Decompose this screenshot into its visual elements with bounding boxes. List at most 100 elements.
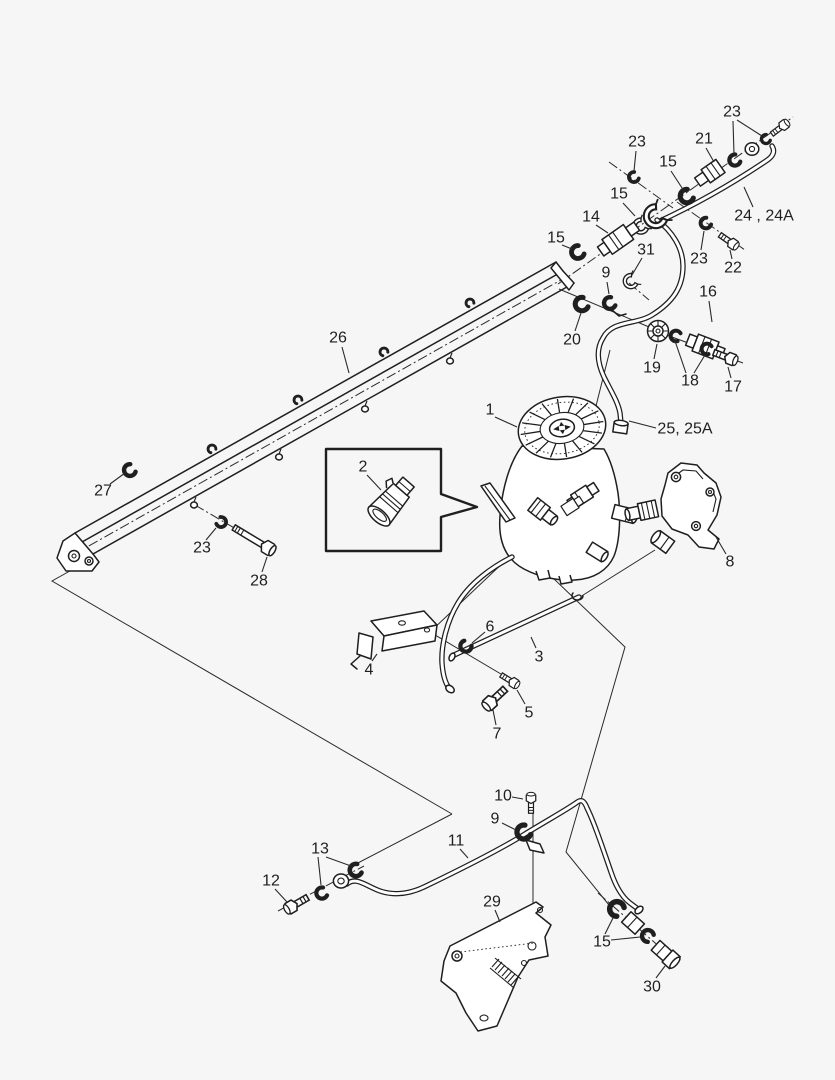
- callout-label-15: 15: [659, 154, 677, 171]
- leader-line: [670, 170, 685, 192]
- callout-label-30: 30: [643, 979, 661, 996]
- callout-label-13: 13: [311, 841, 329, 858]
- callout-label-23: 23: [690, 251, 708, 268]
- callout-label-17: 17: [724, 379, 742, 396]
- mounting-flange-8: [624, 462, 722, 555]
- leader-line: [693, 354, 706, 374]
- rail-studs: [189, 352, 455, 509]
- leader-line: [736, 119, 763, 137]
- leader-line: [459, 848, 469, 859]
- leader-line: [530, 636, 537, 649]
- callout-label-22: 22: [724, 260, 742, 277]
- pump-inlet-fitting: [527, 496, 559, 526]
- fuel-hose-25-25A: [595, 217, 686, 435]
- leader-line: [708, 300, 713, 323]
- callout-label-11: 11: [448, 833, 465, 850]
- callout-label-2424A: 24 , 24A: [734, 208, 794, 225]
- callout-label-7: 7: [493, 726, 502, 743]
- leader-line: [715, 536, 727, 555]
- callout-label-5: 5: [525, 705, 534, 722]
- callout-label-15: 15: [593, 934, 611, 951]
- leader-line: [655, 965, 666, 979]
- callout-label-2525A: 25, 25A: [657, 421, 712, 438]
- leader-line: [604, 917, 614, 935]
- leader-line: [595, 224, 609, 234]
- leader-line: [317, 856, 322, 886]
- leader-line: [471, 631, 486, 644]
- callout-label-20: 20: [563, 332, 581, 349]
- leader-line: [492, 709, 497, 726]
- leader-line: [631, 257, 643, 276]
- flange-boss: [650, 529, 676, 555]
- pump-port-fitting: [560, 495, 585, 517]
- callout-label-16: 16: [699, 284, 717, 301]
- callout-label-14: 14: [582, 209, 600, 226]
- pump-bottom-port: [585, 541, 609, 563]
- leader-line: [705, 147, 715, 163]
- tube-3-group: [350, 592, 584, 714]
- fuel-rail-26: [56, 261, 575, 572]
- callout-label-6: 6: [486, 619, 495, 636]
- callout-label-19: 19: [643, 360, 661, 377]
- flange-neck: [624, 499, 660, 522]
- callout-label-28: 28: [250, 573, 268, 590]
- leader-line: [561, 244, 573, 250]
- leader-line: [511, 796, 524, 800]
- leader-line: [109, 472, 126, 485]
- leader-line: [700, 230, 705, 251]
- callout-label-26: 26: [329, 330, 347, 347]
- leader-line: [574, 312, 582, 332]
- callout-label-1: 1: [486, 402, 495, 419]
- callout-label-27: 27: [94, 483, 112, 500]
- leader-line: [633, 150, 637, 172]
- fuel-line-24-24A: [655, 142, 777, 225]
- leader-line: [653, 343, 658, 360]
- leader-line: [325, 856, 352, 867]
- callout-label-21: 21: [695, 131, 713, 148]
- inset-detail-box: [324, 447, 479, 553]
- callout-label-4: 4: [365, 662, 374, 679]
- leader-line: [732, 120, 735, 155]
- callout-label-23: 23: [628, 134, 646, 151]
- callout-label-9: 9: [491, 811, 500, 828]
- leader-line: [727, 366, 732, 379]
- callout-label-15: 15: [610, 186, 628, 203]
- mounting-plate-29: [440, 901, 552, 1032]
- callout-label-8: 8: [726, 554, 735, 571]
- callout-label-12: 12: [262, 873, 280, 890]
- callout-label-18: 18: [681, 373, 699, 390]
- bolt-28-group: [213, 514, 277, 557]
- leader-line: [501, 822, 517, 831]
- leader-line: [743, 186, 754, 208]
- leader-line: [366, 474, 382, 491]
- leader-line: [274, 888, 288, 903]
- rail-end-face: [550, 261, 575, 291]
- leader-line: [494, 909, 501, 923]
- injection-pump-1: [439, 395, 639, 694]
- pump-fan-top: [517, 395, 607, 461]
- leader-line: [371, 653, 378, 662]
- leader-line: [628, 420, 657, 429]
- callout-label-2: 2: [359, 459, 368, 476]
- leader-line: [261, 556, 268, 573]
- callout-label-3: 3: [535, 649, 544, 666]
- connector-21: [693, 158, 726, 187]
- leader-line: [516, 689, 526, 705]
- leader-line: [610, 936, 641, 941]
- leader-line: [205, 527, 217, 541]
- bolt-28: [231, 524, 277, 557]
- callout-label-23: 23: [723, 104, 741, 121]
- callout-label-9: 9: [602, 265, 611, 282]
- leader-line: [606, 281, 610, 295]
- top-fittings: [569, 117, 792, 317]
- bracket-4: [350, 610, 438, 670]
- leader-line: [674, 340, 687, 374]
- leader-line: [729, 249, 733, 260]
- fitting-2: [367, 476, 415, 527]
- callout-label-23: 23: [193, 540, 211, 557]
- tube-11-group: [281, 791, 681, 970]
- callout-label-10: 10: [494, 788, 512, 805]
